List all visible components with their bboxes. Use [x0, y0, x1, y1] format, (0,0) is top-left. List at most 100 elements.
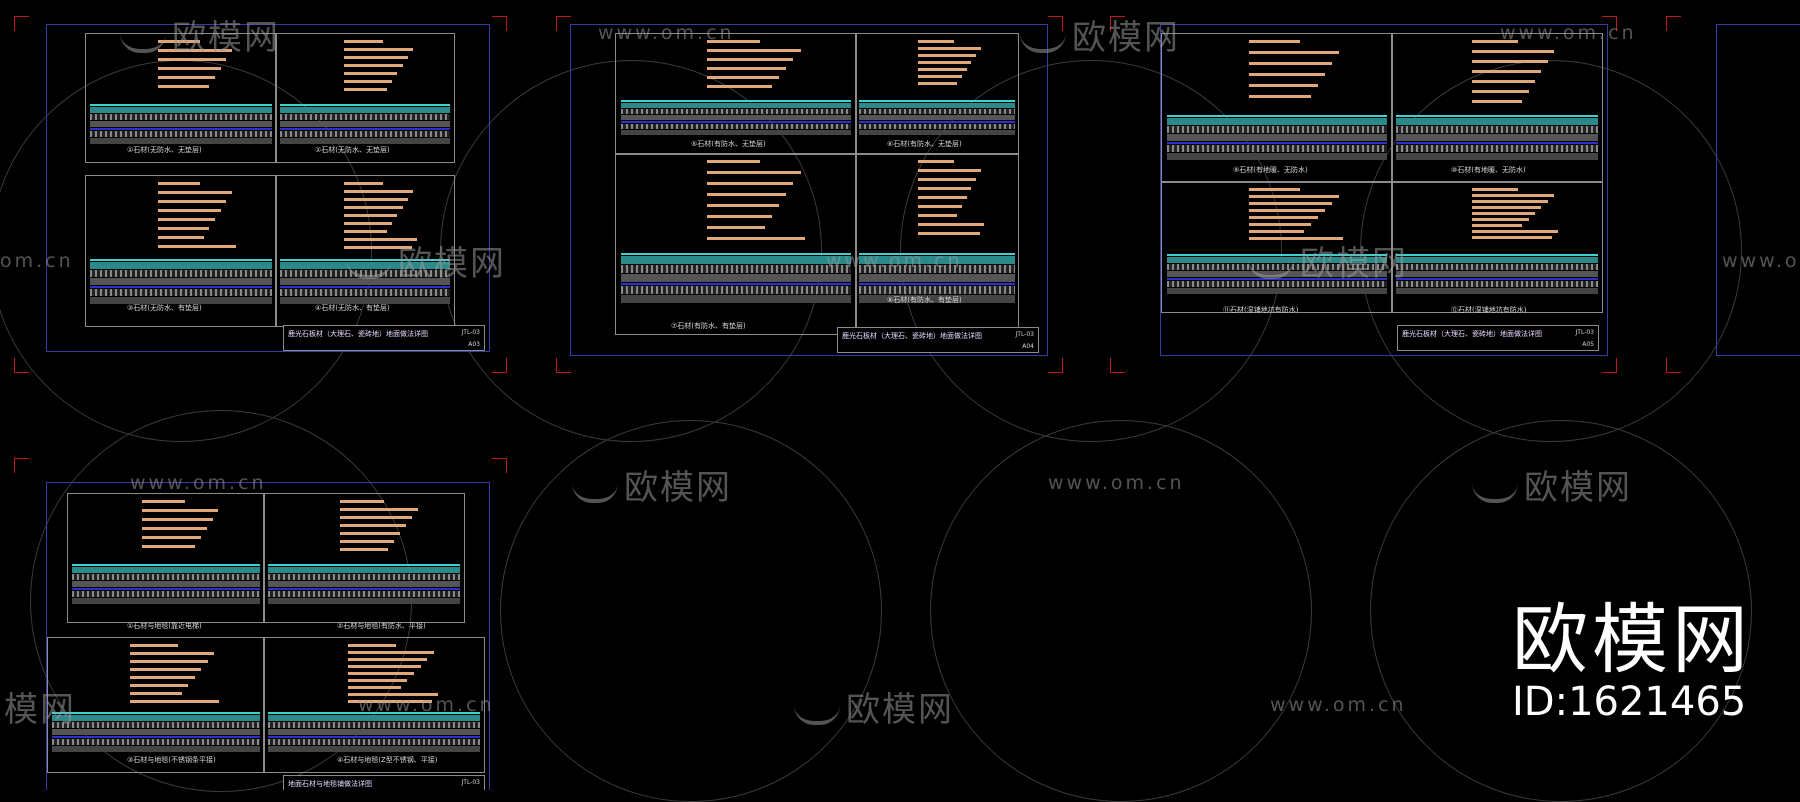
annotation-leader	[142, 536, 201, 539]
annotation-leader	[918, 82, 957, 85]
layer-strip	[71, 581, 261, 587]
detail-panel	[85, 33, 277, 163]
detail-panel	[855, 33, 1019, 155]
annotation-leader	[340, 532, 400, 535]
layer-strip	[89, 128, 273, 130]
layer-strip	[1396, 288, 1598, 294]
annotation-leader	[344, 64, 403, 67]
layer-strip	[279, 121, 451, 127]
crop-mark	[14, 458, 29, 473]
annotation-leader	[918, 47, 981, 50]
layer-strip	[279, 278, 451, 285]
layer-strip	[71, 598, 261, 604]
annotation-leader	[918, 54, 976, 57]
watermark-url: www.om.cn	[826, 250, 963, 272]
detail-caption: ①石材与地毯(靠近电梯)	[127, 622, 202, 630]
annotation-leader	[1249, 230, 1304, 233]
watermark-logo: 模网	[4, 682, 76, 731]
crop-mark	[492, 458, 507, 473]
detail-caption: ③石材与地毯(不锈钢条平接)	[127, 756, 216, 764]
annotation-leader	[348, 658, 427, 661]
layer-strip	[89, 104, 273, 106]
chair-logo-icon	[794, 699, 840, 725]
annotation-leader	[348, 672, 414, 675]
page-number: A03	[468, 341, 480, 348]
annotation-leader	[348, 665, 421, 668]
layer-strip	[1396, 153, 1598, 160]
annotation-leader	[130, 700, 219, 703]
annotation-leader	[158, 85, 209, 88]
annotation-leader	[707, 67, 786, 70]
detail-caption: ⑨石材(有地暖、无防水)	[1233, 166, 1308, 174]
layer-strip	[52, 722, 260, 728]
layer-strip	[89, 107, 273, 113]
layer-strip	[1166, 142, 1388, 144]
layer-strip	[268, 574, 460, 580]
annotation-leader	[1249, 62, 1332, 65]
layer-strip	[620, 256, 852, 264]
sheet-number: JTL-03	[461, 329, 480, 336]
annotation-leader	[1249, 40, 1300, 43]
detail-caption: ①石材(无防水、无垫层)	[127, 146, 202, 154]
chair-logo-icon	[120, 27, 166, 53]
crop-mark	[492, 16, 507, 31]
layer-strip	[1166, 118, 1388, 125]
layer-strip	[89, 286, 273, 288]
detail-panel	[615, 153, 857, 335]
annotation-leader	[707, 226, 765, 229]
annotation-leader	[158, 40, 200, 43]
annotation-leader	[340, 540, 394, 543]
annotation-leader	[918, 205, 962, 208]
sheet-number: JTL-03	[1015, 331, 1034, 338]
annotation-leader	[142, 518, 213, 521]
watermark-url: www.om.cn	[598, 22, 735, 44]
layer-strip	[859, 265, 1015, 273]
layer-strip	[620, 124, 852, 129]
annotation-leader	[1472, 40, 1518, 43]
layer-strip	[268, 715, 480, 721]
watermark-text: 欧模网	[398, 244, 506, 284]
layer-strip	[52, 715, 260, 721]
annotation-leader	[1472, 218, 1529, 221]
watermark-url: www.om.cn	[1500, 22, 1637, 44]
annotation-leader	[158, 218, 215, 221]
layer-strip	[268, 736, 480, 738]
annotation-leader	[158, 49, 232, 52]
watermark-logo: 欧模网	[1020, 10, 1180, 59]
layer-strip	[279, 289, 451, 296]
layer-strip	[89, 259, 273, 261]
annotation-leader	[918, 214, 957, 217]
detail-panel	[615, 33, 857, 155]
annotation-leader	[344, 190, 413, 193]
sheet-title: 鹿光石板材（大理石、瓷砖地）地面做法详图	[1402, 330, 1542, 338]
annotation-leader	[1472, 206, 1541, 209]
drawing-sheet-4: ①石材与地毯(靠近电梯) ②石材与地毯(有防水、平接) ③石材与地毯(不锈钢条平…	[46, 482, 490, 790]
annotation-leader	[344, 238, 417, 241]
annotation-leader	[158, 236, 204, 239]
layer-strip	[859, 115, 1015, 120]
watermark-url: www.om.cn	[358, 694, 495, 716]
annotation-leader	[344, 88, 387, 91]
crop-mark	[1048, 16, 1063, 31]
annotation-leader	[918, 61, 971, 64]
layer-strip	[620, 295, 852, 303]
layer-strip	[1166, 278, 1388, 280]
layer-strip	[859, 286, 1015, 294]
layer-strip	[268, 746, 480, 752]
sheet-number: JTL-03	[1575, 329, 1594, 336]
annotation-leader	[142, 527, 207, 530]
annotation-leader	[158, 67, 221, 70]
annotation-leader	[707, 58, 793, 61]
detail-panel	[263, 493, 465, 623]
detail-panel	[67, 493, 265, 623]
annotation-leader	[158, 191, 232, 194]
layer-strip	[279, 131, 451, 137]
layer-strip	[1396, 254, 1598, 256]
layer-strip	[1396, 271, 1598, 277]
annotation-leader	[1249, 209, 1325, 212]
annotation-leader	[130, 692, 182, 695]
annotation-leader	[158, 227, 209, 230]
layer-strip	[859, 121, 1015, 123]
sheet-title: 地面石材与地毯铺做法详图	[288, 780, 372, 788]
annotation-leader	[918, 40, 954, 43]
